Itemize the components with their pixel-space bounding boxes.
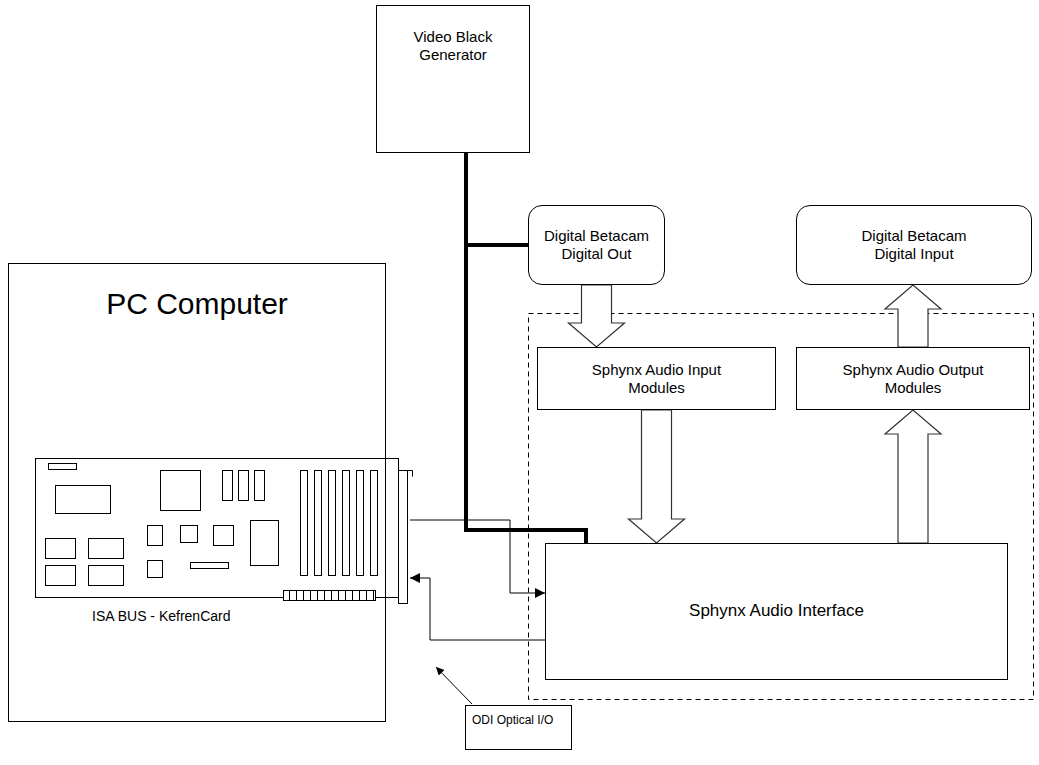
- chip: [46, 566, 76, 586]
- pin-stroke: [331, 591, 332, 600]
- memory-slot: [315, 471, 322, 576]
- chip: [89, 566, 124, 586]
- chip: [148, 561, 163, 578]
- chip: [255, 471, 265, 501]
- block-arrow: [885, 285, 941, 347]
- pin-stroke: [303, 591, 304, 600]
- node-text: ODI Optical I/O: [472, 713, 553, 727]
- sync-line: [466, 153, 586, 543]
- pin-stroke: [289, 591, 290, 600]
- pin-stroke: [338, 591, 339, 600]
- memory-slot: [301, 471, 308, 576]
- chip: [161, 471, 201, 511]
- block-arrow: [629, 410, 685, 543]
- isa-card: [36, 459, 413, 604]
- memory-slot: [371, 471, 378, 576]
- memory-slot: [329, 471, 336, 576]
- process-box: PC ComputerISA BUS - KefrenCard: [8, 263, 386, 722]
- process-box: Sphynx Audio Output Modules: [796, 347, 1030, 410]
- process-box: ODI Optical I/O: [465, 705, 572, 750]
- node-text: PC Computer: [106, 286, 288, 322]
- chip: [191, 563, 229, 569]
- node-text: Sphynx Audio Interface: [689, 601, 864, 621]
- node-text: ISA BUS - KefrenCard: [92, 608, 231, 625]
- card-board: [36, 459, 399, 598]
- process-box: Digital Betacam Digital Input: [796, 205, 1032, 285]
- card-box: ISA BUS - KefrenCard: [27, 452, 410, 629]
- chip: [223, 471, 233, 501]
- edge-connector: [284, 591, 376, 601]
- process-box: Sphynx Audio Input Modules: [537, 347, 776, 410]
- optical-link: [410, 578, 545, 640]
- pin-stroke: [373, 591, 374, 600]
- pin-stroke: [359, 591, 360, 600]
- bracket-lip: [399, 471, 413, 477]
- leader-line: [436, 667, 472, 704]
- pin-stroke: [324, 591, 325, 600]
- pin-stroke: [352, 591, 353, 600]
- pin-stroke: [366, 591, 367, 600]
- chip: [214, 526, 234, 546]
- pin-stroke: [345, 591, 346, 600]
- block-arrow: [885, 410, 941, 543]
- memory-slot: [357, 471, 364, 576]
- process-box: Digital Betacam Digital Out: [528, 205, 665, 285]
- pin-stroke: [296, 591, 297, 600]
- mounting-bracket: [399, 471, 408, 604]
- process-box: Video Black Generator: [376, 5, 530, 153]
- process-box: Sphynx Audio Interface: [545, 543, 1008, 680]
- node-text: Sphynx Audio Output Modules: [838, 361, 988, 397]
- block-arrow: [569, 285, 625, 347]
- node-text: Sphynx Audio Input Modules: [582, 361, 732, 397]
- sync-line: [466, 153, 528, 245]
- chip: [148, 526, 163, 546]
- module-region: [529, 314, 1034, 700]
- node-text: Video Black Generator: [403, 28, 503, 64]
- chip: [181, 526, 198, 543]
- connector-pins: [290, 591, 374, 600]
- pin-stroke: [317, 591, 318, 600]
- node-text: Digital Betacam Digital Out: [535, 227, 658, 263]
- chip: [239, 471, 249, 501]
- chip: [46, 539, 76, 559]
- node-text: Digital Betacam Digital Input: [852, 227, 977, 263]
- pin-stroke: [310, 591, 311, 600]
- chip: [251, 521, 279, 566]
- chip: [49, 464, 77, 470]
- chip: [89, 539, 124, 559]
- chip: [56, 486, 111, 514]
- memory-slot: [343, 471, 350, 576]
